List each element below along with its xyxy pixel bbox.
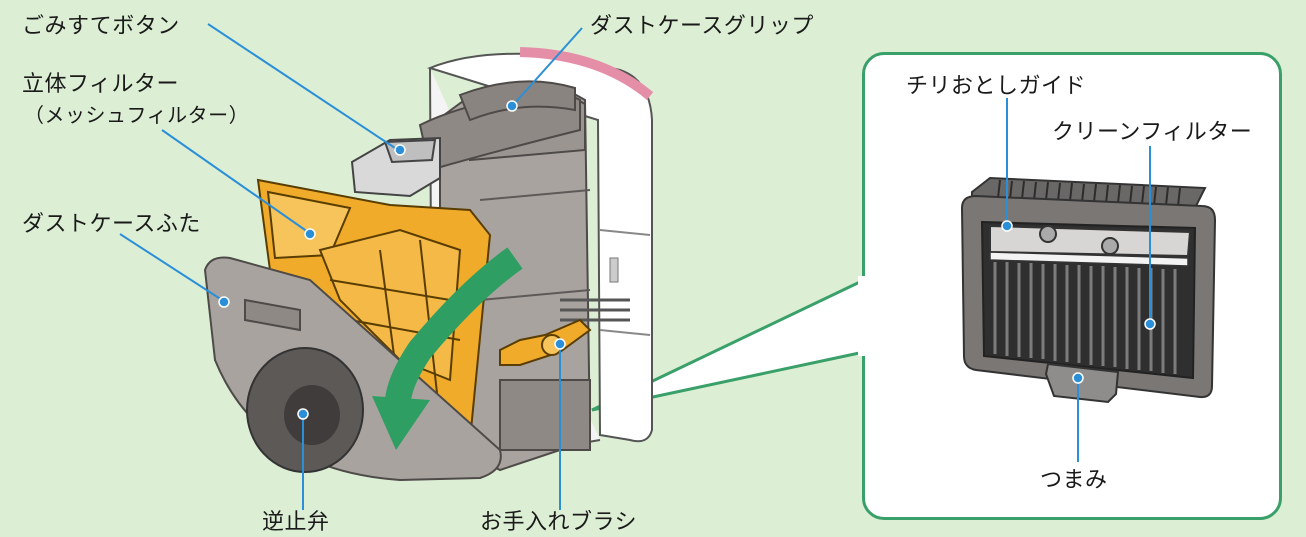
arrow-head: [372, 396, 430, 450]
label-gomi-button: ごみすてボタン: [22, 14, 180, 39]
leader-lines: [119, 23, 1156, 510]
leader-grip: [513, 27, 583, 105]
leader-lid: [119, 233, 223, 301]
open-direction-arrow: [385, 247, 523, 402]
dust-case: [418, 80, 630, 472]
label-rittai-filter: 立体フィルター: [22, 72, 180, 97]
label-mesh-filter: （メッシュフィルター）: [24, 103, 250, 127]
leader-filter: [161, 129, 309, 233]
label-dust-case-grip: ダストケースグリップ: [590, 14, 814, 39]
leader-gomi-button: [207, 23, 399, 151]
label-check-valve: 逆止弁: [262, 510, 330, 535]
label-care-brush: お手入れブラシ: [480, 510, 638, 535]
label-knob: つまみ: [1040, 468, 1108, 493]
label-chiri-guide: チリおとしガイド: [906, 74, 1087, 99]
callout-joint: [858, 276, 870, 356]
clean-filter-illustration: [960, 176, 1217, 404]
label-clean-filter: クリーンフィルター: [1052, 120, 1253, 145]
label-dust-case-lid: ダストケースふた: [22, 212, 201, 237]
